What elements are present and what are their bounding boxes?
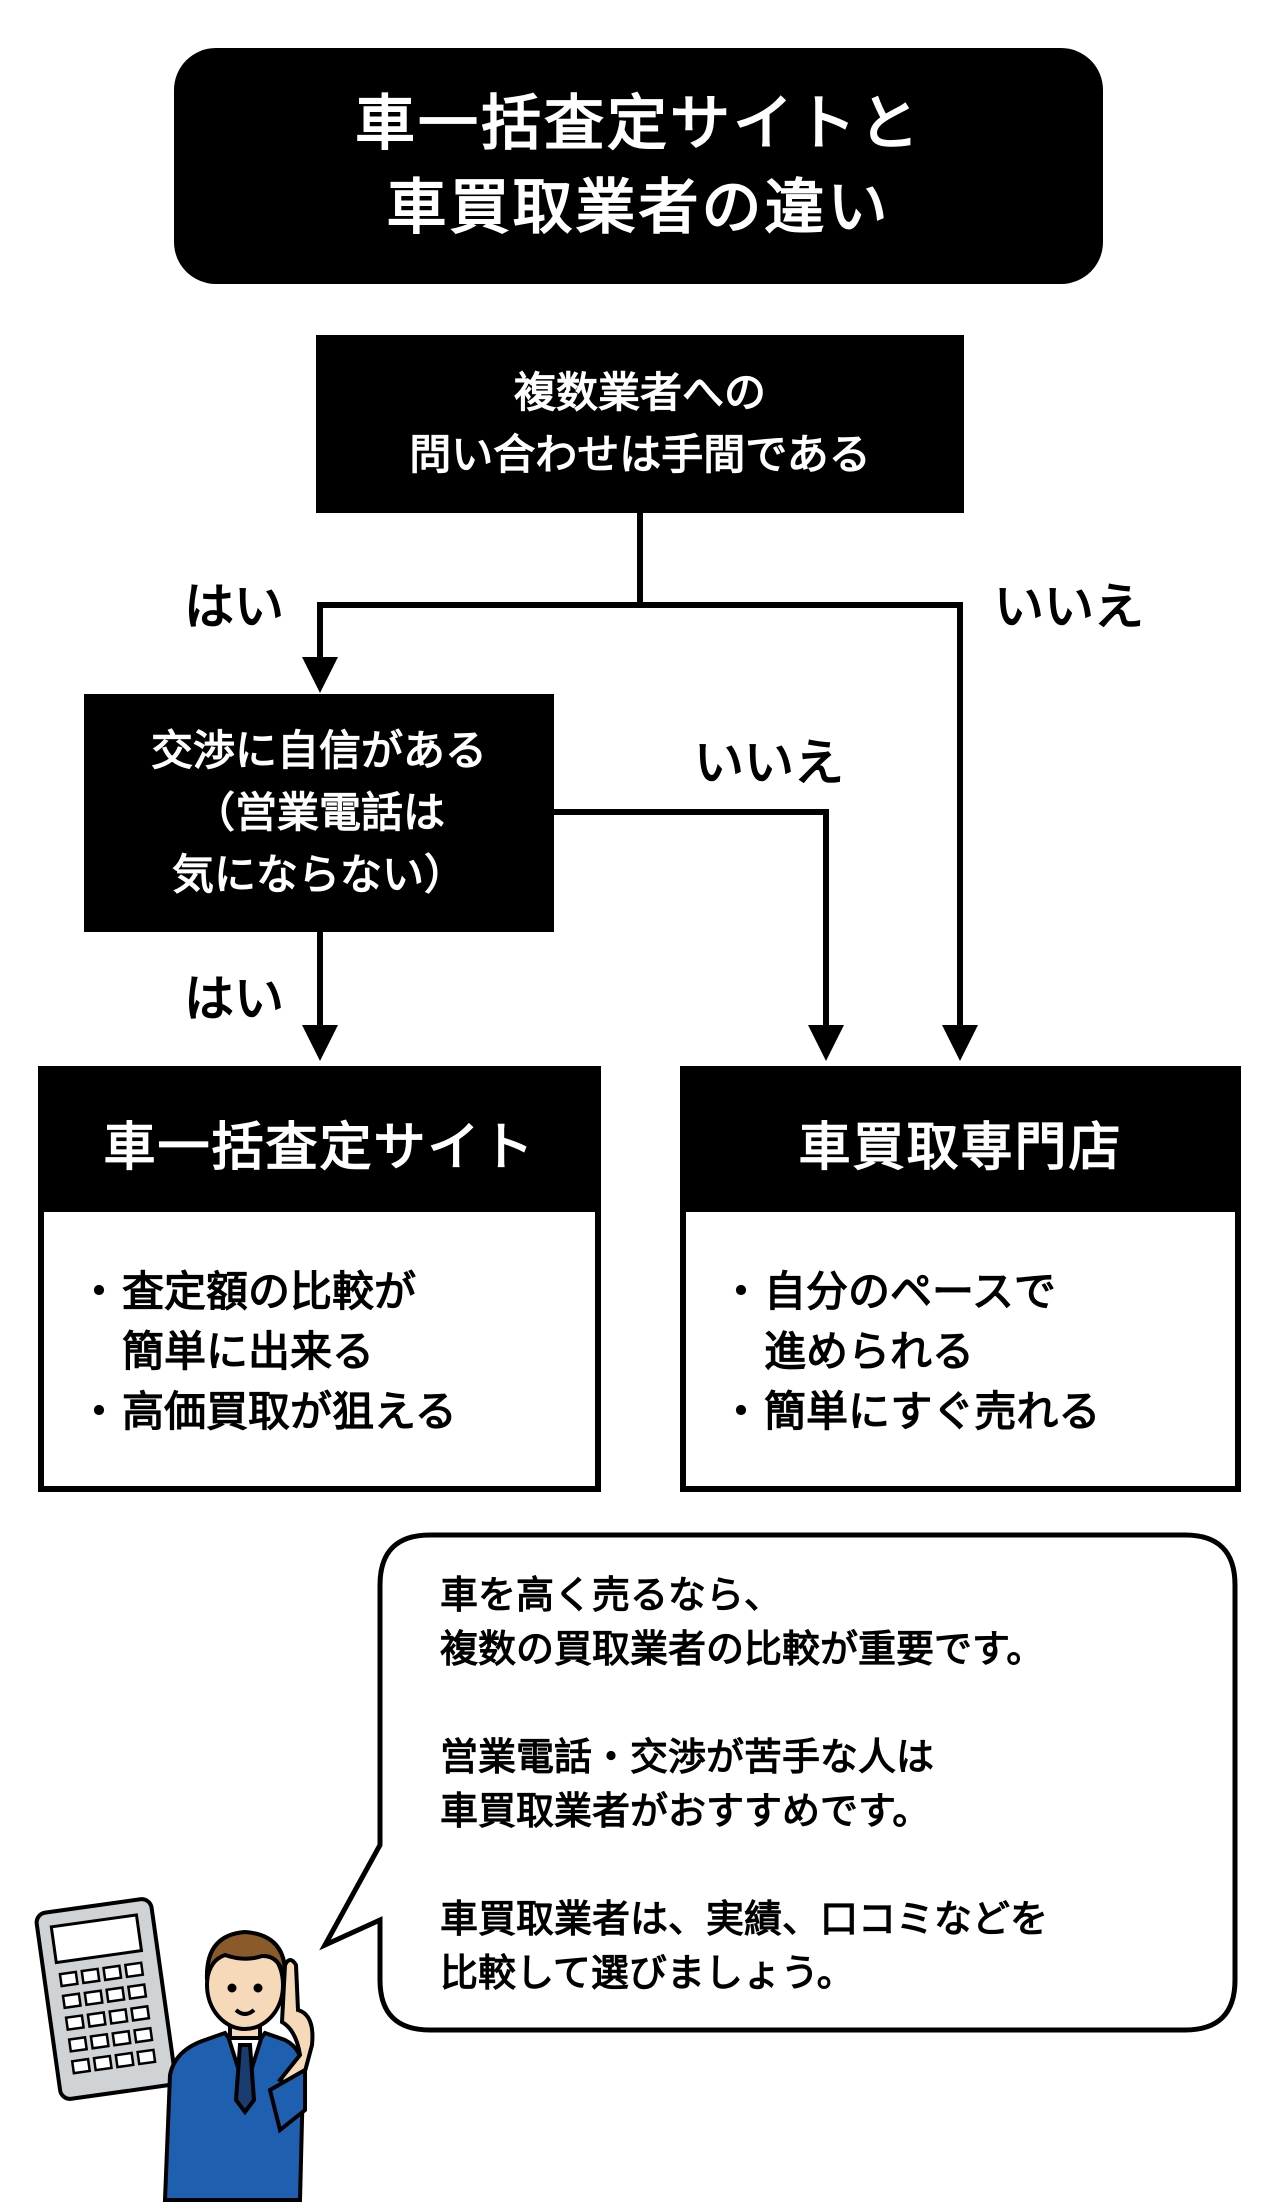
businessman-icon	[162, 1929, 315, 2202]
result-card-appraisal-site: 車一括査定サイト 査定額の比較が 簡単に出来る 高価買取が狙える	[38, 1066, 601, 1492]
result-heading-appraisal-site: 車一括査定サイト	[44, 1072, 595, 1212]
question-2-line-3: 気にならない）	[171, 850, 466, 899]
merit-line: 進められる	[764, 1327, 975, 1376]
result-body-buyback-shop: 自分のペースで 進められる 簡単にすぐ売れる	[686, 1212, 1235, 1442]
label-yes-top: はい	[184, 578, 284, 636]
speech-paragraph-2: 営業電話・交渉が苦手な人は 車買取業者がおすすめです。	[440, 1730, 1200, 1838]
merit-item: 高価買取が狙える	[78, 1382, 595, 1442]
speech-paragraph-3: 車買取業者は、実績、口コミなどを 比較して選びましょう。	[440, 1892, 1200, 2000]
label-yes-bottom: はい	[184, 970, 284, 1028]
merit-line: 簡単に出来る	[122, 1327, 375, 1376]
merit-item: 簡単にすぐ売れる	[720, 1382, 1235, 1442]
speech-line: 車を高く売るなら、	[440, 1573, 783, 1617]
speech-line: 車買取業者は、実績、口コミなどを	[440, 1897, 1049, 1941]
speech-line: 複数の買取業者の比較が重要です。	[440, 1627, 1045, 1671]
result-heading-buyback-shop: 車買取専門店	[686, 1072, 1235, 1212]
speech-paragraph-1: 車を高く売るなら、 複数の買取業者の比較が重要です。	[440, 1568, 1200, 1676]
question-2-box: 交渉に自信がある （営業電話は 気にならない）	[84, 694, 554, 932]
question-1-box: 複数業者への 問い合わせは手間である	[316, 335, 964, 513]
label-no-mid: いいえ	[694, 734, 844, 792]
merit-item: 自分のペースで 進められる	[720, 1262, 1235, 1382]
result-body-appraisal-site: 査定額の比較が 簡単に出来る 高価買取が狙える	[44, 1212, 595, 1442]
question-2-line-2: （営業電話は	[192, 788, 445, 837]
question-1-line-2: 問い合わせは手間である	[409, 430, 871, 479]
merit-line: 自分のペースで	[764, 1267, 1056, 1316]
label-no-top: いいえ	[994, 578, 1144, 636]
diagram-title: 車一括査定サイトと 車買取業者の違い	[174, 48, 1103, 284]
merit-line: 高価買取が狙える	[122, 1387, 457, 1436]
question-2-line-1: 交渉に自信がある	[150, 726, 487, 775]
connector-no-to-shop-top	[640, 602, 978, 1061]
speech-bubble	[319, 1532, 1238, 2033]
question-1-line-1: 複数業者への	[513, 368, 766, 417]
speech-line: 車買取業者がおすすめです。	[440, 1789, 931, 1833]
connector-no-to-shop-mid	[554, 809, 844, 1061]
merit-item: 査定額の比較が 簡単に出来る	[78, 1262, 595, 1382]
title-line-1: 車一括査定サイトと	[355, 89, 922, 159]
result-card-buyback-shop: 車買取専門店 自分のペースで 進められる 簡単にすぐ売れる	[680, 1066, 1241, 1492]
speech-bubble-text: 車を高く売るなら、 複数の買取業者の比較が重要です。 営業電話・交渉が苦手な人は…	[440, 1568, 1200, 2000]
speech-line: 営業電話・交渉が苦手な人は	[440, 1735, 935, 1779]
merit-line: 簡単にすぐ売れる	[764, 1387, 1101, 1436]
merit-line: 査定額の比較が	[122, 1267, 417, 1316]
connector-yes-to-q2	[302, 602, 640, 693]
speech-line: 比較して選びましょう。	[440, 1951, 855, 1995]
title-line-2: 車買取業者の違い	[386, 173, 891, 243]
calculator-icon	[34, 1897, 178, 2101]
